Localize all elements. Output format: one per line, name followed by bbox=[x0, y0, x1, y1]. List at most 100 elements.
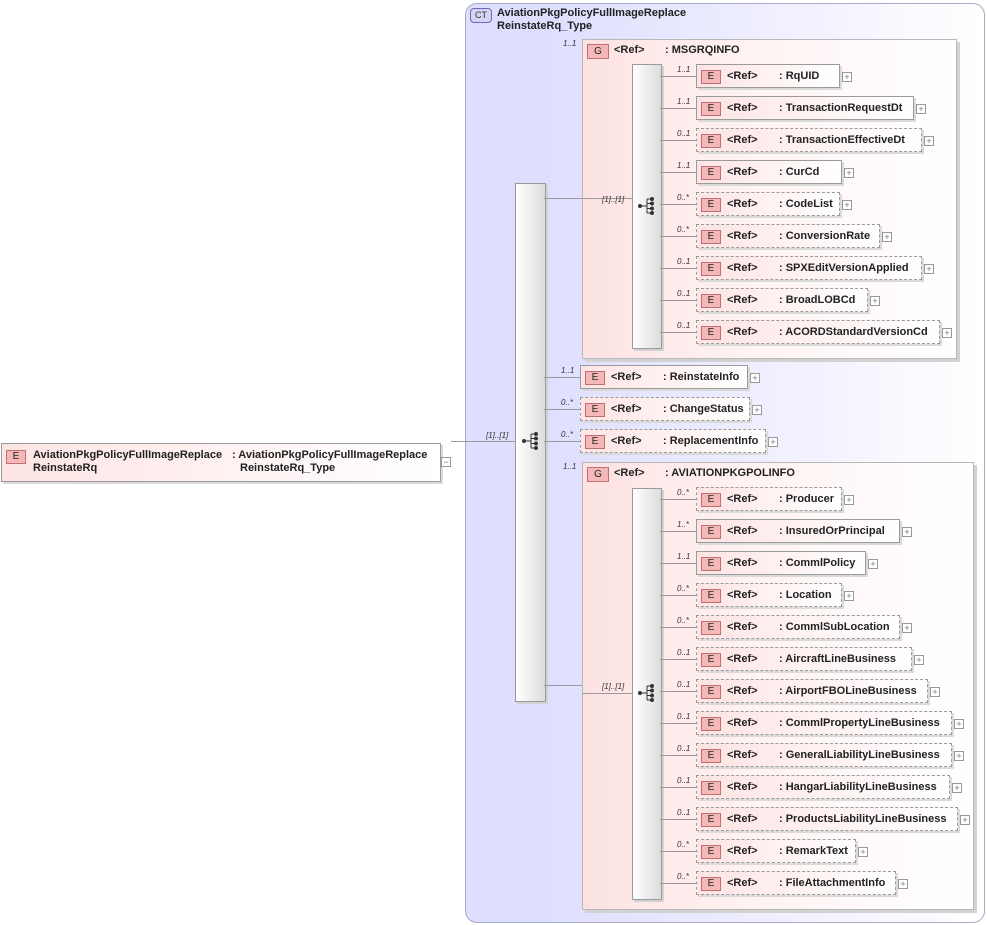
element-name: : CommlPolicy bbox=[779, 557, 856, 569]
expand-icon[interactable]: + bbox=[882, 232, 892, 242]
expand-icon[interactable]: + bbox=[942, 328, 952, 338]
element-box[interactable]: E<Ref>: ConversionRate bbox=[696, 224, 880, 248]
expand-icon[interactable]: + bbox=[924, 264, 934, 274]
group-ref: <Ref> bbox=[614, 467, 645, 479]
expand-icon[interactable]: + bbox=[898, 879, 908, 889]
element-box[interactable]: E<Ref>: CommlPolicy bbox=[696, 551, 866, 575]
element-cardinality: 0..1 bbox=[677, 129, 691, 138]
element-badge-icon: E bbox=[701, 685, 721, 699]
connector-line bbox=[660, 300, 696, 301]
root-element[interactable]: E AviationPkgPolicyFullImageReplace Rein… bbox=[1, 443, 441, 482]
expand-icon[interactable]: + bbox=[902, 527, 912, 537]
expand-icon[interactable]: + bbox=[924, 136, 934, 146]
expand-icon[interactable]: + bbox=[914, 655, 924, 665]
element-name: : ConversionRate bbox=[779, 230, 871, 242]
element-badge-icon: E bbox=[701, 493, 721, 507]
element-box[interactable]: E<Ref>: CurCd bbox=[696, 160, 842, 184]
connector-line bbox=[660, 659, 696, 660]
element-box[interactable]: E<Ref>: AircraftLineBusiness bbox=[696, 647, 912, 671]
connector-line bbox=[583, 693, 632, 694]
element-name: : GeneralLiabilityLineBusiness bbox=[779, 749, 940, 761]
element-ref: <Ref> bbox=[727, 102, 758, 114]
element-box[interactable]: E<Ref>: InsuredOrPrincipal bbox=[696, 519, 900, 543]
element-cardinality: 0..* bbox=[677, 488, 690, 497]
connector-line bbox=[660, 531, 696, 532]
expand-icon[interactable]: + bbox=[768, 437, 778, 447]
element-name: : TransactionEffectiveDt bbox=[779, 134, 905, 146]
element-box[interactable]: E<Ref>: Location bbox=[696, 583, 842, 607]
expand-icon[interactable]: + bbox=[750, 373, 760, 383]
element-box[interactable]: E<Ref>: ReplacementInfo bbox=[580, 429, 766, 453]
element-name: : Producer bbox=[779, 493, 835, 505]
element-ref: <Ref> bbox=[727, 294, 758, 306]
element-ref: <Ref> bbox=[727, 493, 758, 505]
element-box[interactable]: E<Ref>: CodeList bbox=[696, 192, 840, 216]
connector-line bbox=[660, 332, 696, 333]
element-name: : CodeList bbox=[779, 198, 833, 210]
expand-icon[interactable]: + bbox=[916, 104, 926, 114]
element-ref: <Ref> bbox=[727, 685, 758, 697]
element-name: : HangarLiabilityLineBusiness bbox=[779, 781, 937, 793]
expand-icon[interactable]: + bbox=[954, 719, 964, 729]
element-box[interactable]: E<Ref>: TransactionRequestDt bbox=[696, 96, 914, 120]
element-box[interactable]: E<Ref>: FileAttachmentInfo bbox=[696, 871, 896, 895]
element-box[interactable]: E<Ref>: RemarkText bbox=[696, 839, 856, 863]
expand-icon[interactable]: + bbox=[844, 591, 854, 601]
element-box[interactable]: E<Ref>: RqUID bbox=[696, 64, 840, 88]
element-ref: <Ref> bbox=[727, 717, 758, 729]
element-name: : AirportFBOLineBusiness bbox=[779, 685, 917, 697]
element-ref: <Ref> bbox=[727, 262, 758, 274]
element-box[interactable]: E<Ref>: SPXEditVersionApplied bbox=[696, 256, 922, 280]
element-cardinality: 0..1 bbox=[677, 776, 691, 785]
expand-icon[interactable]: + bbox=[752, 405, 762, 415]
element-name: : ChangeStatus bbox=[663, 403, 744, 415]
element-box[interactable]: E<Ref>: ChangeStatus bbox=[580, 397, 750, 421]
element-cardinality: 1..1 bbox=[561, 366, 575, 375]
element-box[interactable]: E<Ref>: GeneralLiabilityLineBusiness bbox=[696, 743, 952, 767]
expand-icon[interactable]: + bbox=[844, 495, 854, 505]
expand-icon[interactable]: + bbox=[842, 200, 852, 210]
element-badge-icon: E bbox=[701, 781, 721, 795]
element-box[interactable]: E<Ref>: CommlSubLocation bbox=[696, 615, 900, 639]
element-cardinality: 0..1 bbox=[677, 712, 691, 721]
element-name: : ReinstateInfo bbox=[663, 371, 740, 383]
element-cardinality: 1..1 bbox=[677, 65, 691, 74]
group-sequence-cardinality: [1]..[1] bbox=[602, 682, 625, 691]
connector-line bbox=[660, 851, 696, 852]
expand-icon[interactable]: + bbox=[844, 168, 854, 178]
element-box[interactable]: E<Ref>: TransactionEffectiveDt bbox=[696, 128, 922, 152]
expand-icon[interactable]: + bbox=[870, 296, 880, 306]
connector-line bbox=[660, 499, 696, 500]
connector-line bbox=[660, 76, 696, 77]
element-box[interactable]: E <Ref> : AirportFBOLineBusiness bbox=[696, 679, 928, 703]
connector-line bbox=[660, 883, 696, 884]
expand-icon[interactable]: + bbox=[960, 815, 970, 825]
expand-icon[interactable]: + bbox=[858, 847, 868, 857]
element-box[interactable]: E<Ref>: CommlPropertyLineBusiness bbox=[696, 711, 952, 735]
element-badge-icon: E bbox=[585, 371, 605, 385]
expand-icon[interactable]: + bbox=[930, 687, 940, 697]
element-box[interactable]: E<Ref>: ACORDStandardVersionCd bbox=[696, 320, 940, 344]
element-ref: <Ref> bbox=[727, 781, 758, 793]
root-name-line2: ReinstateRq bbox=[33, 462, 98, 474]
element-box[interactable]: E <Ref> : Producer bbox=[696, 487, 842, 511]
element-badge-icon: E bbox=[701, 813, 721, 827]
element-box[interactable]: E<Ref>: BroadLOBCd bbox=[696, 288, 868, 312]
expand-icon[interactable]: + bbox=[952, 783, 962, 793]
element-box[interactable]: E<Ref>: ProductsLiabilityLineBusiness bbox=[696, 807, 958, 831]
connector-line bbox=[451, 441, 515, 442]
expand-icon[interactable]: + bbox=[902, 623, 912, 633]
expand-icon[interactable]: + bbox=[954, 751, 964, 761]
element-box[interactable]: E<Ref>: ReinstateInfo bbox=[580, 365, 748, 389]
expand-icon[interactable]: + bbox=[868, 559, 878, 569]
element-ref: <Ref> bbox=[727, 70, 758, 82]
collapse-icon[interactable]: − bbox=[441, 457, 451, 467]
connector-line bbox=[660, 563, 696, 564]
element-ref: <Ref> bbox=[727, 326, 758, 338]
element-box[interactable]: E <Ref> : HangarLiabilityLineBusiness bbox=[696, 775, 950, 799]
element-cardinality: 0..* bbox=[677, 840, 690, 849]
expand-icon[interactable]: + bbox=[842, 72, 852, 82]
element-name: : CurCd bbox=[779, 166, 820, 178]
element-ref: <Ref> bbox=[727, 877, 758, 889]
element-badge-icon: E bbox=[701, 134, 721, 148]
